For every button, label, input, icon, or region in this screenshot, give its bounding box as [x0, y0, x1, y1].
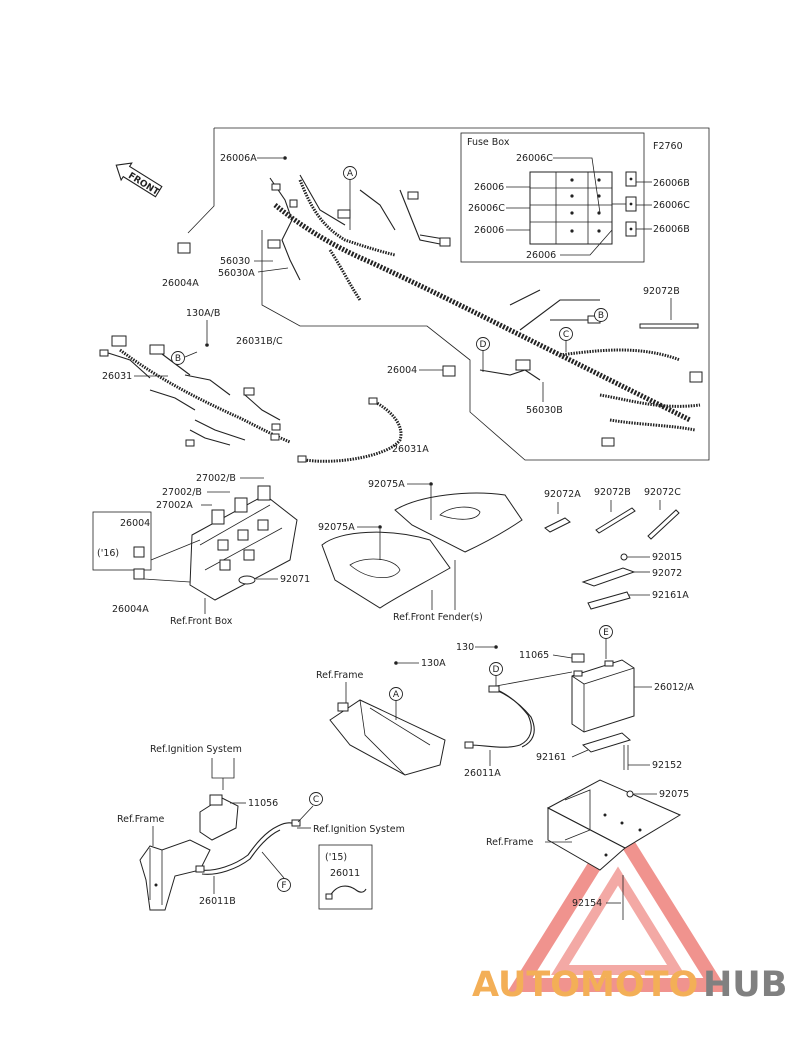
label-26006a: 26006A: [220, 153, 257, 164]
label-130a: 130A: [421, 658, 446, 669]
label-92075a-2: 92075A: [318, 522, 355, 533]
label-26006-b: 26006: [474, 225, 504, 236]
relay-board: 27002/B 27002/B 27002A 26004 ('16) 26004…: [92, 473, 310, 627]
svg-text:B: B: [175, 354, 181, 364]
svg-text:C: C: [313, 795, 319, 805]
label-92072b: 92072B: [594, 487, 631, 498]
label-56030a: 56030A: [218, 268, 255, 279]
ignition-area: Ref.Ignition System 11056 Ref.Frame 2601…: [117, 744, 405, 911]
ref-frame-2: Ref.Frame: [117, 814, 164, 825]
label-26004a-low: 26004A: [112, 604, 149, 615]
label-26006-c: 26006: [526, 250, 556, 261]
callout-d-low: D: [489, 662, 503, 686]
cable-26031a: 26031A: [297, 397, 429, 463]
svg-text:D: D: [493, 665, 500, 675]
label-92072a: 92072A: [544, 489, 581, 500]
label-26011a: 26011A: [464, 768, 501, 779]
label-27002a: 27002A: [156, 500, 193, 511]
label-92072b-top: 92072B: [643, 286, 680, 297]
label-26006c-right: 26006C: [653, 200, 690, 211]
svg-text:A: A: [393, 690, 400, 700]
ref-front-box: Ref.Front Box: [170, 616, 233, 627]
cable-26011a: 26011A: [464, 671, 573, 779]
ref-ignition-2: Ref.Ignition System: [313, 824, 405, 835]
label-26006b-2: 26006B: [653, 224, 690, 235]
label-26031bc: 26031B/C: [236, 336, 283, 347]
label-92161: 92161: [536, 752, 566, 763]
callout-b-right: B: [594, 308, 608, 322]
label-11056: 11056: [248, 798, 278, 809]
callout-e: E: [599, 625, 613, 659]
label-26011: 26011: [330, 868, 360, 879]
svg-text:F: F: [281, 881, 286, 891]
svg-text:E: E: [603, 628, 609, 638]
callout-c-right: C: [559, 327, 573, 352]
callout-f: F: [261, 851, 291, 892]
label-27002b-2: 27002/B: [162, 487, 202, 498]
frame-bracket-mid: 130A Ref.Frame: [316, 658, 446, 776]
ref-frame-1: Ref.Frame: [316, 670, 363, 681]
label-92015: 92015: [652, 552, 682, 563]
callout-a-low: A: [389, 687, 403, 720]
label-26011b: 26011B: [199, 896, 236, 907]
battery-group: 92015 92072 92161A 130 11065 26012/A 921…: [456, 552, 694, 920]
callout-c-low: C: [297, 792, 323, 823]
label-27002b-1: 27002/B: [196, 473, 236, 484]
label-11065: 11065: [519, 650, 549, 661]
label-15: ('15): [325, 852, 347, 863]
callout-d-mid: D: [476, 337, 490, 372]
label-26012a: 26012/A: [654, 682, 694, 693]
label-92072: 92072: [652, 568, 682, 579]
ref-frame-3: Ref.Frame: [486, 837, 533, 848]
label-26031: 26031: [102, 371, 132, 382]
label-26006c-top: 26006C: [516, 153, 553, 164]
fuse-box-title: Fuse Box: [467, 137, 510, 148]
front-fenders: 92075A 92075A Ref.Front Fender(s): [318, 479, 523, 623]
label-56030: 56030: [220, 256, 250, 267]
sub-harness-26031: 26031 130A/B: [99, 308, 291, 447]
svg-text:A: A: [347, 169, 354, 179]
label-26004a-top: 26004A: [162, 278, 199, 289]
label-16: ('16): [97, 548, 119, 559]
label-26031a: 26031A: [392, 444, 429, 455]
label-130ab: 130A/B: [186, 308, 220, 319]
label-26004-mid: 26004: [387, 365, 417, 376]
main-harness: 26006A 26004A 56030 56030A 26031B/C 9207…: [162, 153, 703, 447]
label-26006c-mid: 26006C: [468, 203, 505, 214]
callout-b-left: B: [171, 351, 198, 365]
label-56030b: 56030B: [526, 405, 563, 416]
svg-text:B: B: [598, 311, 604, 321]
label-92161a: 92161A: [652, 590, 689, 601]
harness-frame: F2760: [187, 127, 710, 461]
watermark-brand-2: HUB: [703, 965, 787, 1005]
label-92154: 92154: [572, 898, 602, 909]
label-26004-box: 26004: [120, 518, 150, 529]
label-26006b-1: 26006B: [653, 178, 690, 189]
pads-group: 92072A 92072B 92072C: [544, 487, 681, 540]
front-arrow: FRONT: [115, 162, 163, 198]
label-92075: 92075: [659, 789, 689, 800]
label-92071: 92071: [280, 574, 310, 585]
label-92075a-1: 92075A: [368, 479, 405, 490]
svg-text:D: D: [480, 340, 487, 350]
label-92072c: 92072C: [644, 487, 681, 498]
callout-a-top: A: [343, 166, 357, 230]
svg-text:C: C: [563, 330, 569, 340]
ref-ignition-1: Ref.Ignition System: [150, 744, 242, 755]
watermark-logo: AUTOMOTO HUB: [472, 814, 787, 1005]
label-130: 130: [456, 642, 474, 653]
label-26006-a: 26006: [474, 182, 504, 193]
fuse-box-inset: Fuse Box 26006C 26006 26006C 26006 26006…: [460, 132, 690, 263]
label-92152: 92152: [652, 760, 682, 771]
watermark-brand-1: AUTOMOTO: [472, 965, 698, 1005]
ref-front-fender: Ref.Front Fender(s): [393, 612, 483, 623]
figure-code: F2760: [653, 141, 683, 152]
